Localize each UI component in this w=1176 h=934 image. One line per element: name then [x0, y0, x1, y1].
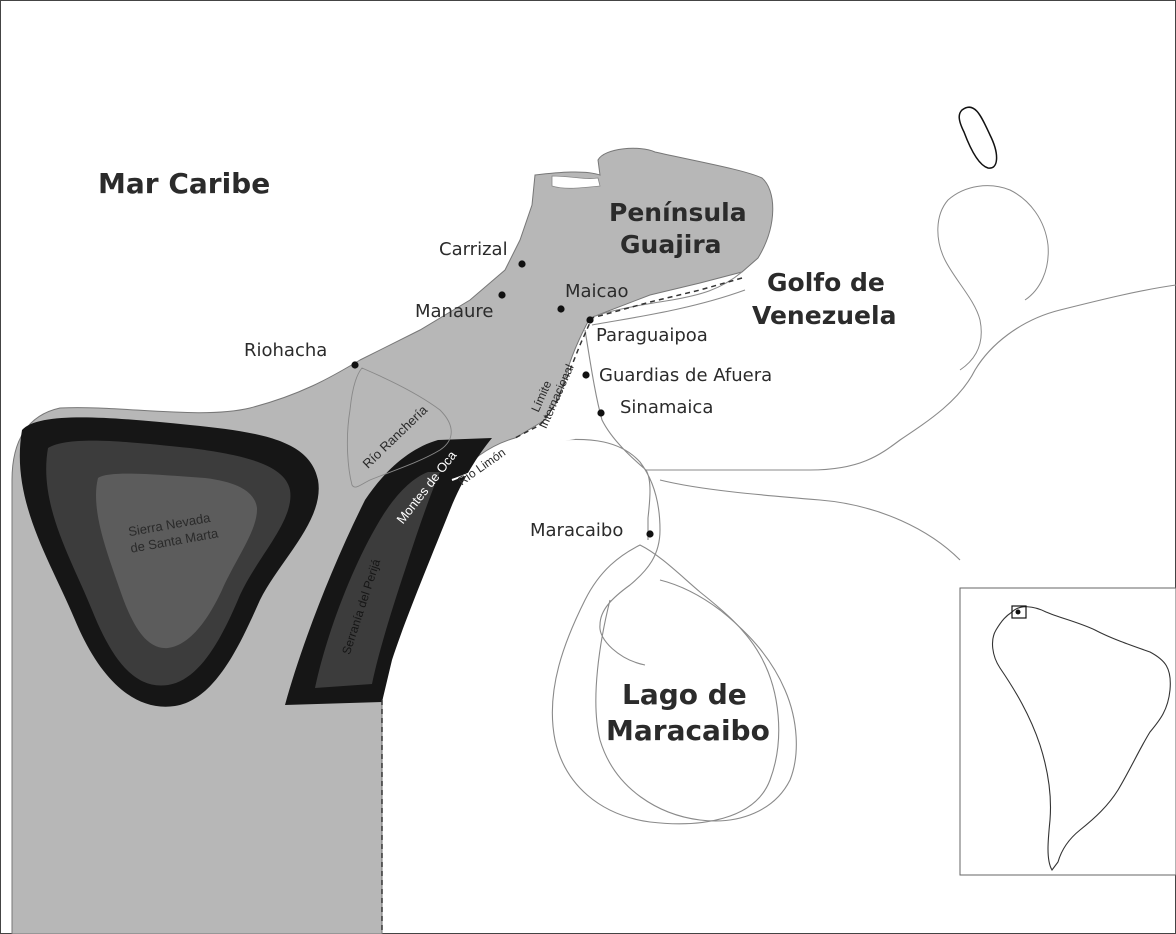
island-outline — [958, 106, 998, 169]
city-dot-riohacha — [351, 361, 359, 369]
city-markers — [351, 260, 654, 538]
label-city-carrizal: Carrizal — [439, 239, 508, 260]
rio-limon-line — [451, 437, 576, 481]
lake-maracaibo — [551, 544, 780, 825]
label-city-maicao: Maicao — [565, 281, 629, 302]
label-city-guardias: Guardias de Afuera — [599, 365, 772, 386]
label-golfo-line1: Golfo de — [767, 268, 885, 297]
inset-location-box — [1011, 605, 1027, 619]
city-dot-manaure — [498, 291, 506, 299]
label-lago-line1: Lago de — [622, 678, 747, 711]
city-dot-maicao — [557, 305, 565, 313]
inset-locator-map — [959, 587, 1176, 876]
city-dot-maracaibo — [646, 530, 654, 538]
city-dot-guardias — [582, 371, 590, 379]
peninsula-inlet — [551, 175, 601, 189]
sierra-nevada-inner — [96, 473, 258, 649]
city-dot-paraguaipoa — [586, 316, 594, 324]
label-city-paraguaipoa: Paraguaipoa — [596, 325, 708, 346]
label-city-manaure: Manaure — [415, 301, 494, 322]
venezuela-coast — [559, 271, 1176, 822]
label-lago-line2: Maracaibo — [606, 714, 770, 747]
international-border — [381, 277, 743, 934]
city-dot-sinamaica — [597, 409, 605, 417]
inset-south-america — [991, 606, 1171, 871]
label-mar-caribe: Mar Caribe — [98, 167, 270, 200]
label-city-maracaibo: Maracaibo — [530, 520, 623, 541]
label-city-riohacha: Riohacha — [244, 340, 327, 361]
venezuela-east-coast — [937, 185, 1049, 371]
label-city-sinamaica: Sinamaica — [620, 397, 713, 418]
label-peninsula-line2: Guajira — [620, 230, 722, 259]
perija-inner — [315, 472, 440, 688]
city-dot-carrizal — [518, 260, 526, 268]
rio-rancheria-basin — [346, 367, 452, 488]
inset-location-marker — [1015, 609, 1021, 615]
label-golfo-line2: Venezuela — [752, 301, 896, 330]
label-peninsula-line1: Península — [609, 198, 747, 227]
